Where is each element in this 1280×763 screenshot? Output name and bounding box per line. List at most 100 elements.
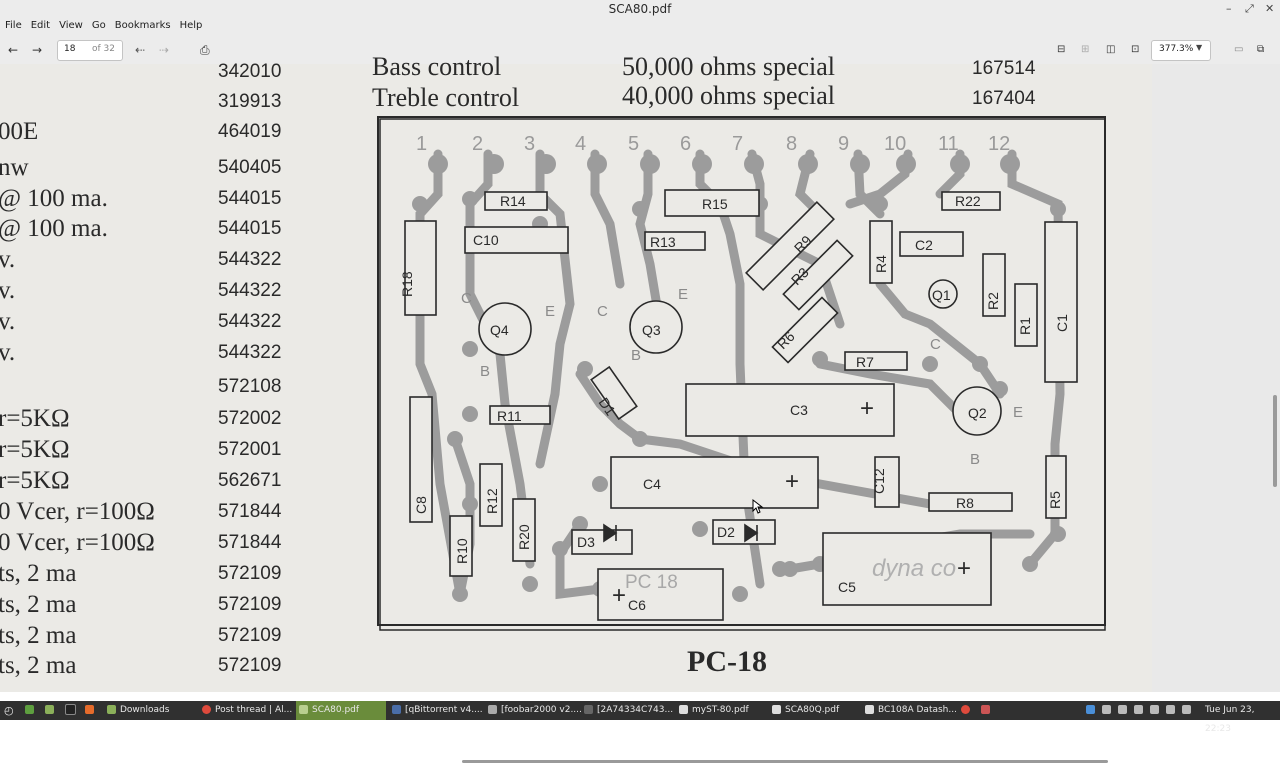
previous-page-icon[interactable]: ⇠ [135, 43, 146, 57]
component-label: R14 [500, 193, 526, 209]
fit-width-icon[interactable]: ⊞ [1081, 44, 1090, 55]
polarity-plus: + [957, 555, 971, 582]
show-desktop-icon[interactable] [22, 701, 36, 720]
component-label: C2 [915, 237, 933, 253]
header-rows: Bass control 50,000 ohms special 167514 … [372, 52, 1036, 112]
component-label: C8 [413, 496, 429, 514]
task-foobar2000[interactable]: [foobar2000 v2.... [485, 701, 582, 720]
pin-pad [744, 154, 764, 174]
solder-pad [447, 431, 463, 447]
parts-row-desc: v. [0, 339, 15, 366]
qbittorrent-icon [392, 705, 401, 714]
tray-network-icon[interactable] [1083, 701, 1095, 720]
back-icon[interactable]: ← [8, 43, 19, 57]
component-label: R13 [650, 234, 676, 250]
menu-help[interactable]: Help [179, 20, 203, 31]
parts-row-number: 572001 [218, 439, 281, 460]
component-body [644, 231, 706, 251]
maximize-icon[interactable]: ⤢ [1245, 2, 1254, 15]
component-label: C5 [838, 579, 856, 595]
menu-start-icon[interactable]: ◴ [4, 704, 14, 717]
component-body [489, 405, 551, 425]
menu-view[interactable]: View [59, 20, 83, 31]
task-qbittorrent[interactable]: [qBittorrent v4.... [389, 701, 483, 720]
close-icon[interactable]: ✕ [1265, 2, 1275, 15]
fit-page-icon[interactable]: ⊟ [1057, 44, 1066, 55]
menu-bookmarks[interactable]: Bookmarks [114, 20, 171, 31]
page-number-field[interactable]: 18 of 32 [57, 40, 123, 61]
task-post-thread[interactable]: Post thread | Al... [199, 701, 293, 720]
component-label: C10 [473, 232, 499, 248]
menu-file[interactable]: File [5, 20, 22, 31]
pin-label: 3 [524, 133, 535, 155]
component-body [782, 239, 854, 311]
clock[interactable]: Tue Jun 23, 22:23 [1205, 705, 1255, 734]
foobar-icon [488, 705, 497, 714]
task-myst80-pdf[interactable]: myST-80.pdf [676, 701, 766, 720]
task-sca80q-pdf[interactable]: SCA80Q.pdf [769, 701, 859, 720]
menu-edit[interactable]: Edit [30, 20, 51, 31]
app-icon-1[interactable] [958, 701, 972, 720]
transistor-pin-letter: E [678, 286, 688, 303]
parts-row-number: 572109 [218, 563, 281, 584]
sidebar-toggle-icon[interactable]: ▭ [1234, 44, 1244, 55]
forward-icon[interactable]: → [32, 43, 43, 57]
terminal-icon[interactable] [62, 701, 76, 720]
solder-pad [452, 586, 468, 602]
window-title: SCA80.pdf [608, 2, 672, 16]
component-label: R4 [873, 255, 889, 273]
tray-shield-icon[interactable] [1147, 701, 1159, 720]
header-label-treble: Treble control [372, 83, 519, 112]
tray-volume-icon[interactable] [1179, 701, 1191, 720]
title-bar: SCA80.pdf – ⤢ ✕ [0, 0, 1280, 18]
next-page-icon[interactable]: ⇢ [159, 43, 170, 57]
parts-row-desc: @ 100 ma. [0, 185, 108, 212]
pin-label: 2 [472, 133, 483, 155]
pin-pad [640, 154, 660, 174]
parts-row-number: 544015 [218, 218, 281, 239]
transistor-body [928, 279, 958, 309]
task-downloads[interactable]: Downloads [104, 701, 192, 720]
header-label-bass: Bass control [372, 52, 501, 81]
tray-clipboard-icon[interactable] [1131, 701, 1143, 720]
zoom-value: 377.3% [1159, 44, 1194, 54]
transistor-pin-letter: C [597, 303, 608, 320]
menu-go[interactable]: Go [91, 20, 106, 31]
task-sca80-pdf[interactable]: SCA80.pdf [296, 701, 386, 720]
parts-row-desc: @ 100 ma. [0, 215, 108, 242]
vertical-scrollbar[interactable] [1273, 395, 1277, 487]
task-bc108a-datasheet[interactable]: BC108A Datash... [862, 701, 957, 720]
pin-label: 10 [884, 133, 906, 155]
pin-label: 4 [575, 133, 586, 155]
solder-pad [1022, 556, 1038, 572]
menu-bar: File Edit View Go Bookmarks Help [0, 18, 1280, 36]
parts-row-number: 540405 [218, 157, 281, 178]
tray-bluetooth-icon[interactable] [1115, 701, 1127, 720]
firefox-icon[interactable] [82, 701, 96, 720]
bookmark-panel-icon[interactable]: ⧉ [1257, 44, 1265, 55]
component-label: R10 [454, 538, 470, 564]
app-icon-2[interactable] [978, 701, 992, 720]
continuous-icon[interactable]: ◫ [1106, 44, 1116, 55]
component-label: Q3 [642, 322, 661, 338]
parts-row-number: 544322 [218, 311, 281, 332]
parts-row-number: 319913 [218, 91, 281, 112]
pdf-icon [865, 705, 874, 714]
component-body [928, 492, 1013, 512]
pin-pad [798, 154, 818, 174]
files-icon[interactable] [42, 701, 56, 720]
tray-wifi-icon[interactable] [1163, 701, 1175, 720]
header-part-treble: 167404 [972, 88, 1036, 109]
zoom-select[interactable]: 377.3% ▼ [1151, 40, 1211, 61]
print-icon[interactable]: ⎙ [200, 43, 210, 57]
parts-row-desc: nw [0, 154, 29, 181]
component-body [982, 253, 1006, 317]
dual-page-icon[interactable]: ⊡ [1131, 44, 1140, 55]
component-label: D3 [577, 534, 595, 550]
minimize-icon[interactable]: – [1226, 2, 1232, 15]
horizontal-scrollbar[interactable] [462, 760, 1108, 763]
tray-update-icon[interactable] [1099, 701, 1111, 720]
task-window-2a74[interactable]: [2A74334C743... [581, 701, 674, 720]
solder-pad [812, 351, 828, 367]
